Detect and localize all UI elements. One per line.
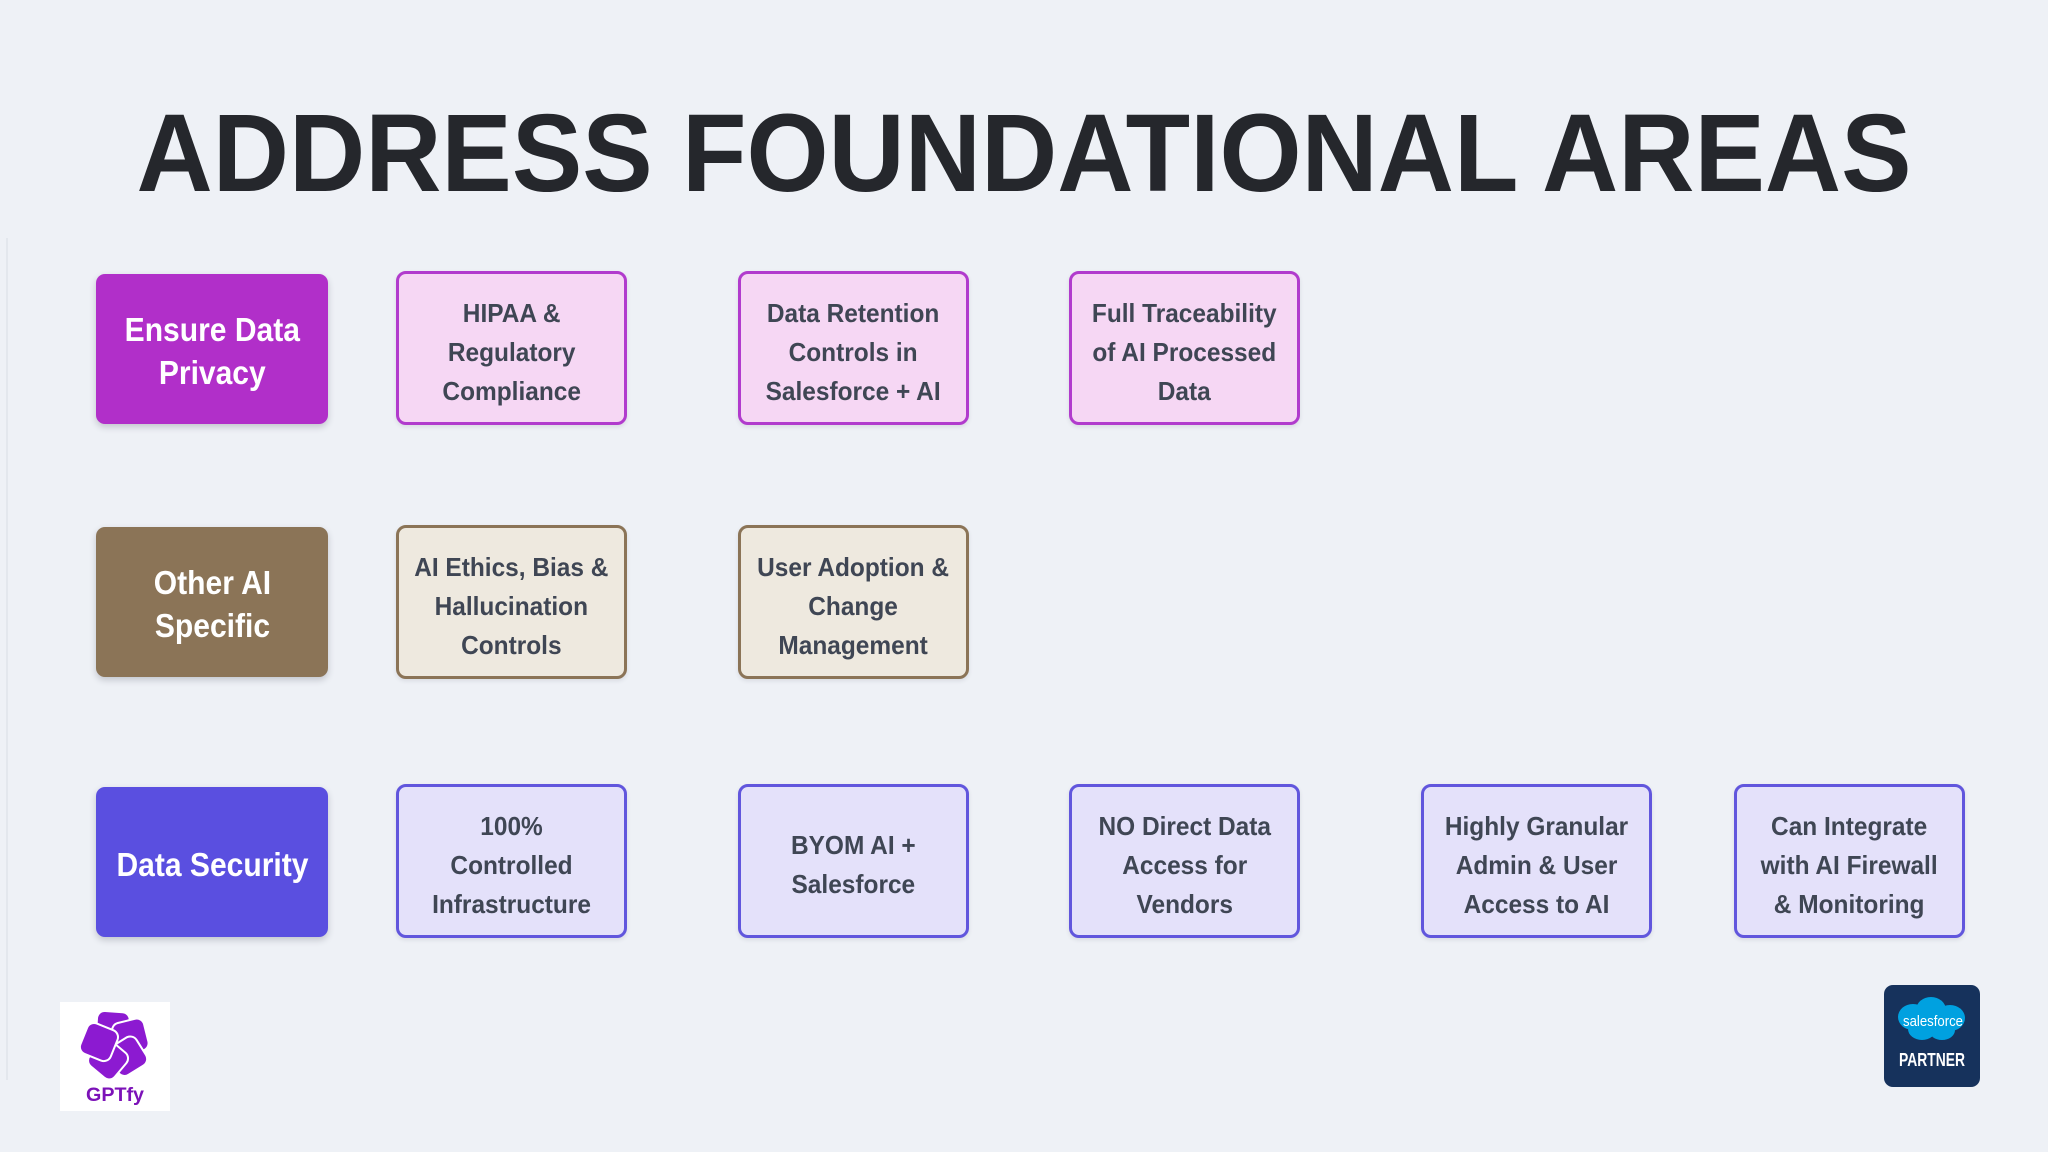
svg-text:salesforce: salesforce <box>1903 1013 1963 1030</box>
svg-text:GPTfy: GPTfy <box>86 1084 144 1106</box>
svg-text:ADDRESS FOUNDATIONAL AREAS: ADDRESS FOUNDATIONAL AREAS <box>137 92 1912 215</box>
svg-text:PARTNER: PARTNER <box>1899 1050 1965 1070</box>
